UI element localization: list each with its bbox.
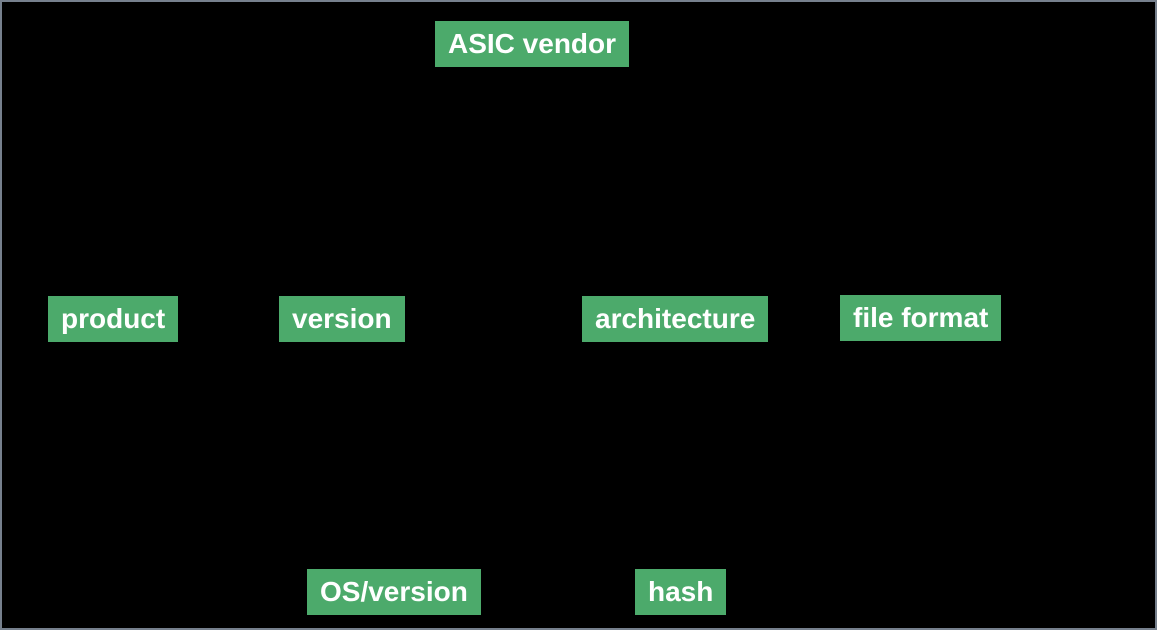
- label-file-format: file format: [840, 295, 1002, 341]
- label-architecture: architecture: [582, 296, 769, 342]
- label-hash: hash: [635, 569, 727, 615]
- label-version: version: [279, 296, 405, 342]
- label-os-version: OS/version: [307, 569, 481, 615]
- label-asic-vendor: ASIC vendor: [435, 21, 630, 67]
- label-product: product: [48, 296, 179, 342]
